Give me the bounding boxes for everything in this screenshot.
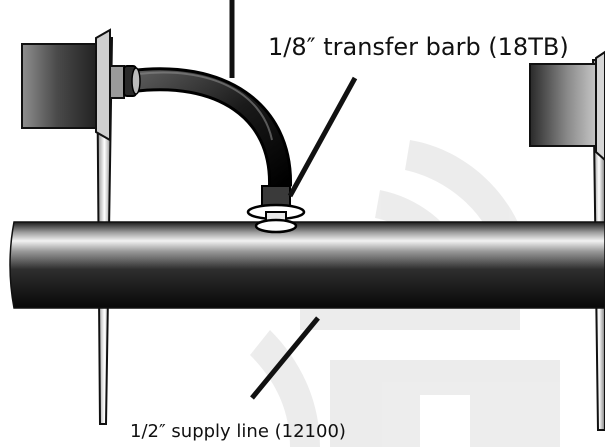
distribution-tubing	[123, 65, 293, 187]
supply-line-label: 1/2″ supply line (12100)	[130, 421, 346, 442]
leader-line-supply-line	[250, 316, 320, 400]
leader-line-transfer-barb	[287, 76, 358, 198]
right-emitter-head	[529, 50, 605, 162]
left-emitter-head	[21, 28, 125, 142]
supply-pipe	[9, 221, 605, 309]
transfer-barb	[246, 185, 306, 234]
transfer-barb-label: 1/8″ transfer barb (18TB)	[268, 33, 569, 61]
